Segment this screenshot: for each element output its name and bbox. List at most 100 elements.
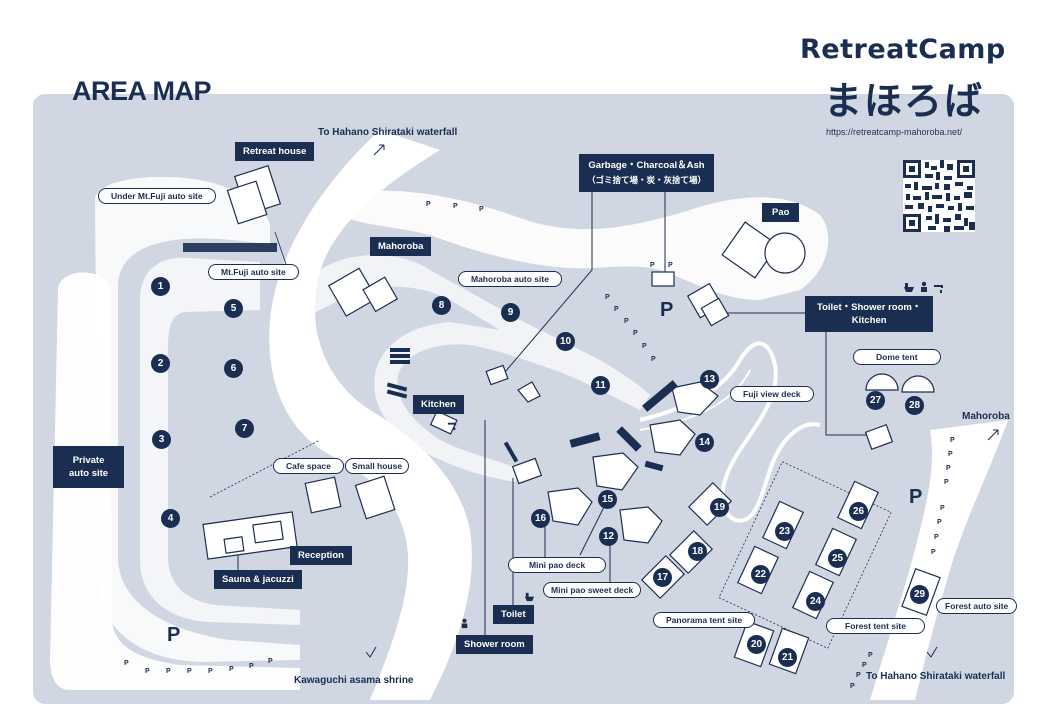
panorama-tent-site-label: Panorama tent site [653, 612, 756, 628]
mahoroba-right-label: Mahoroba [962, 411, 1010, 422]
site-12[interactable]: 12 [599, 527, 618, 546]
garbage-label-jp: （ゴミ捨て場・炭・灰捨て場） [587, 175, 707, 185]
parking-space-marker: P [605, 294, 610, 301]
parking-marker: P [660, 299, 674, 321]
compass-arrow-icon [373, 144, 385, 156]
site-20[interactable]: 20 [747, 635, 766, 654]
mini-pao-deck-label: Mini pao deck [508, 557, 607, 573]
parking-space-marker: P [268, 658, 273, 665]
parking-space-marker: P [937, 519, 942, 526]
site-2[interactable]: 2 [151, 354, 170, 373]
mahoroba-label: Mahoroba [370, 237, 432, 256]
fuji-view-deck-label: Fuji view deck [730, 386, 814, 402]
parking-space-marker: P [426, 201, 431, 208]
toilet-shower-label-1: Toilet・Shower room・ [817, 302, 922, 313]
mahoroba-auto-site-label: Mahoroba auto site [458, 271, 562, 287]
parking-space-marker: P [856, 672, 861, 679]
site-6[interactable]: 6 [224, 359, 243, 378]
site-7[interactable]: 7 [235, 419, 254, 438]
toilet-label: Toilet [493, 605, 534, 624]
parking-space-marker: P [948, 451, 953, 458]
parking-space-marker: P [208, 668, 213, 675]
parking-space-marker: P [633, 330, 638, 337]
shower-icon [921, 281, 927, 292]
parking-space-marker: P [651, 356, 656, 363]
parking-space-marker: P [944, 479, 949, 486]
dome-tent-label: Dome tent [853, 349, 941, 365]
cafe-space-label: Cafe space [273, 458, 344, 474]
site-29[interactable]: 29 [910, 585, 929, 604]
site-14[interactable]: 14 [695, 433, 714, 452]
site-10[interactable]: 10 [556, 332, 575, 351]
site-19[interactable]: 19 [710, 498, 729, 517]
parking-space-marker: P [868, 652, 873, 659]
website-url[interactable]: https://retreatcamp-mahoroba.net/ [826, 127, 963, 137]
parking-space-marker: P [946, 465, 951, 472]
site-22[interactable]: 22 [751, 565, 770, 584]
kitchen-label: Kitchen [413, 395, 464, 414]
site-5[interactable]: 5 [224, 299, 243, 318]
parking-space-marker: P [950, 437, 955, 444]
private-auto-site-label: Private auto site [53, 446, 125, 488]
forest-tent-site-label: Forest tent site [826, 618, 925, 634]
check-arrow-icon [926, 646, 938, 658]
faucet-icon [934, 285, 943, 293]
under-fuji-label: Under Mt.Fuji auto site [98, 188, 216, 204]
parking-space-marker: P [934, 534, 939, 541]
to-hahano-bottom-label: To Hahano Shirataki waterfall [866, 671, 1006, 682]
shower-icon [461, 618, 468, 629]
parking-space-marker: P [479, 206, 484, 213]
site-21[interactable]: 21 [778, 648, 797, 667]
site-3[interactable]: 3 [152, 430, 171, 449]
parking-space-marker: P [187, 668, 192, 675]
parking-space-marker: P [850, 683, 855, 690]
parking-marker: P [909, 486, 923, 508]
site-23[interactable]: 23 [775, 522, 794, 541]
site-24[interactable]: 24 [806, 592, 825, 611]
private-label-2: auto site [69, 468, 109, 479]
parking-space-marker: P [862, 662, 867, 669]
parking-space-marker: P [650, 262, 655, 269]
site-28[interactable]: 28 [905, 396, 924, 415]
site-27[interactable]: 27 [866, 391, 885, 410]
parking-space-marker: P [642, 343, 647, 350]
reception-label: Reception [290, 546, 352, 565]
qr-code [903, 160, 975, 232]
faucet-icon [447, 422, 457, 431]
site-8[interactable]: 8 [432, 296, 451, 315]
parking-space-marker: P [166, 668, 171, 675]
parking-space-marker: P [614, 306, 619, 313]
site-18[interactable]: 18 [688, 542, 707, 561]
site-4[interactable]: 4 [161, 509, 180, 528]
toilet-shower-label-2: Kitchen [851, 315, 887, 326]
parking-space-marker: P [624, 318, 629, 325]
sauna-label: Sauna & jacuzzi [214, 570, 302, 589]
toilet-icon [524, 592, 535, 602]
site-25[interactable]: 25 [828, 549, 847, 568]
parking-space-marker: P [668, 262, 673, 269]
site-17[interactable]: 17 [653, 568, 672, 587]
site-15[interactable]: 15 [598, 490, 617, 509]
garbage-label-en: Garbage・Charcoal＆Ash [588, 160, 705, 171]
shower-room-label: Shower room [456, 635, 533, 654]
site-1[interactable]: 1 [151, 277, 170, 296]
site-13[interactable]: 13 [700, 370, 719, 389]
parking-space-marker: P [124, 660, 129, 667]
parking-space-marker: P [229, 666, 234, 673]
parking-space-marker: P [453, 203, 458, 210]
kawaguchi-label: Kawaguchi asama shrine [294, 675, 414, 686]
site-11[interactable]: 11 [591, 376, 610, 395]
parking-space-marker: P [249, 663, 254, 670]
small-house-label: Small house [345, 458, 410, 474]
parking-space-marker: P [940, 505, 945, 512]
parking-marker: P [167, 624, 181, 646]
site-26[interactable]: 26 [849, 502, 868, 521]
forest-auto-site-label: Forest auto site [936, 598, 1018, 614]
compass-arrow-icon [987, 429, 999, 441]
site-16[interactable]: 16 [531, 509, 550, 528]
page-title: AREA MAP [72, 76, 212, 106]
logo-text-en: RetreatCamp [800, 34, 1006, 65]
private-label-1: Private [72, 455, 105, 466]
site-9[interactable]: 9 [501, 303, 520, 322]
